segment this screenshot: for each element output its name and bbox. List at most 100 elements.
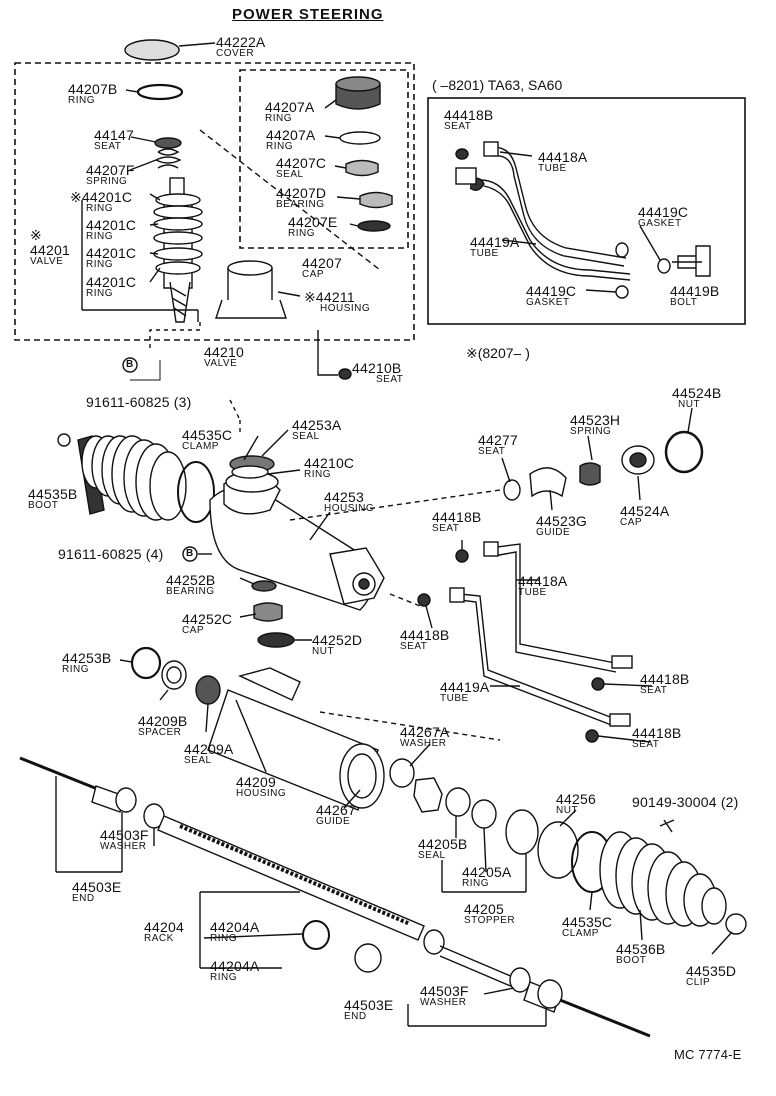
ring-44207E bbox=[357, 220, 391, 232]
bolt-marker-B-1 bbox=[122, 357, 138, 373]
nut-44252D bbox=[257, 632, 295, 648]
seat-44210B bbox=[338, 368, 352, 380]
cap-subgroup-box bbox=[239, 69, 409, 249]
seal-44207C bbox=[345, 159, 379, 177]
cover-44222A bbox=[124, 39, 180, 61]
tube-44418A-b bbox=[489, 543, 621, 673]
ring-44210C bbox=[231, 465, 269, 479]
seat-44277 bbox=[503, 479, 521, 501]
variant-a-range: ( –8201) TA63, SA60 bbox=[432, 77, 563, 93]
bearing-44252B bbox=[251, 580, 277, 592]
ring-44253B bbox=[130, 646, 162, 680]
gasket-44419C-c bbox=[615, 285, 629, 299]
guide-44267 bbox=[413, 777, 443, 813]
seat-44418B-c bbox=[417, 593, 431, 607]
seat-44418B-b bbox=[455, 549, 469, 563]
spring-44523H bbox=[579, 462, 601, 486]
nut-44256 bbox=[537, 821, 579, 879]
label-90149-30004: 90149-30004 (2) bbox=[632, 794, 739, 810]
ring-44204A-1 bbox=[302, 920, 330, 950]
spring-44207F bbox=[155, 148, 182, 169]
diagram-title: POWER STEERING bbox=[232, 6, 384, 23]
bolt-44419B bbox=[672, 245, 711, 277]
stopper-44205 bbox=[505, 809, 539, 855]
variant-b-range: ※(8207– ) bbox=[466, 345, 530, 361]
clamp-44535C-1 bbox=[177, 461, 215, 523]
washer-44503F-2 bbox=[509, 967, 531, 993]
seat-44147 bbox=[154, 137, 182, 149]
bolt-marker-B-2-letter: B bbox=[186, 548, 194, 559]
variant-a-box bbox=[427, 97, 746, 325]
tube-44419A-b bbox=[459, 593, 619, 727]
label-91611-60825-3: 91611-60825 (3) bbox=[86, 394, 192, 410]
clip-left bbox=[57, 433, 71, 447]
screw-90149 bbox=[659, 819, 675, 833]
figure-code: MC 7774-E bbox=[674, 1047, 742, 1062]
spacer-44209B bbox=[161, 660, 187, 690]
cylinder-housing-44209 bbox=[207, 667, 385, 811]
ring-44207A-2 bbox=[339, 131, 381, 145]
gear-housing-44253 bbox=[209, 455, 385, 611]
cap-44252C bbox=[253, 602, 283, 622]
ring-44207B bbox=[136, 83, 184, 101]
valve-group-box bbox=[14, 62, 415, 341]
washer-44267A bbox=[389, 758, 415, 788]
boot-44535B bbox=[77, 435, 187, 521]
seat-44418B-e bbox=[585, 729, 599, 743]
seal-44209A bbox=[195, 675, 221, 705]
gasket-44419C-b bbox=[657, 258, 671, 274]
ring-44205A bbox=[471, 799, 497, 829]
bearing-44207D bbox=[359, 191, 393, 209]
